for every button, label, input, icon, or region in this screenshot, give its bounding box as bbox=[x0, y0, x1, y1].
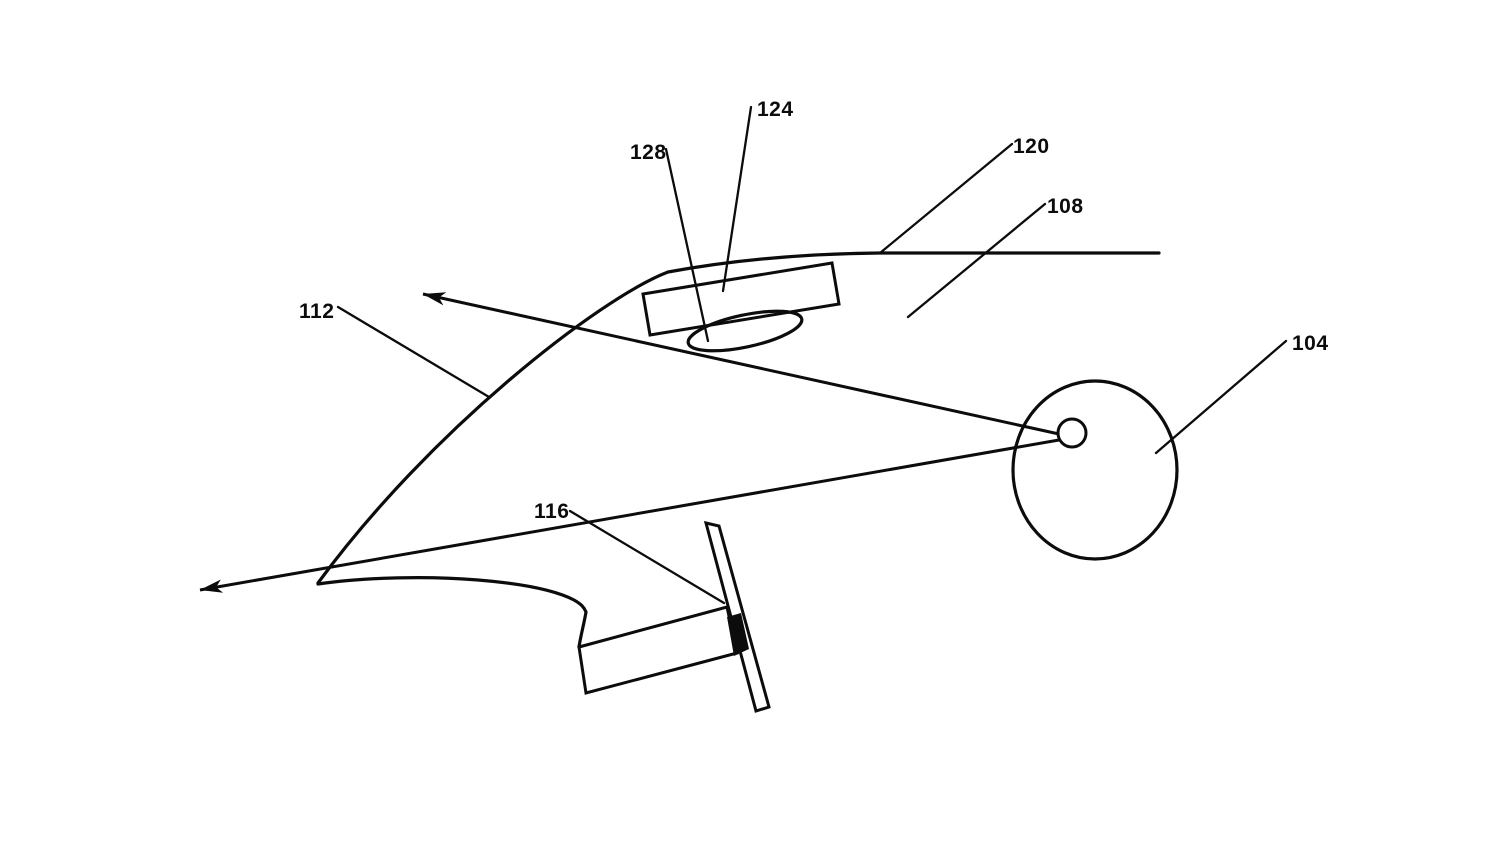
head-outline bbox=[316, 576, 588, 649]
arm-plate-joint bbox=[727, 613, 749, 656]
leader-108 bbox=[906, 202, 1047, 319]
eye-pupil bbox=[1056, 417, 1088, 449]
leader-116 bbox=[568, 509, 726, 605]
bracket-arm bbox=[577, 605, 739, 695]
leader-104 bbox=[1154, 339, 1288, 455]
label-116: 116 bbox=[534, 500, 569, 523]
label-108: 108 bbox=[1047, 195, 1084, 218]
visor-and-canopy-outline bbox=[316, 251, 1161, 585]
leader-120 bbox=[878, 142, 1014, 255]
label-112: 112 bbox=[299, 300, 334, 323]
eye-circle bbox=[1011, 379, 1179, 561]
leader-124 bbox=[721, 105, 753, 293]
leader-128 bbox=[664, 147, 710, 343]
label-124: 124 bbox=[757, 98, 794, 121]
leader-112 bbox=[336, 305, 491, 399]
label-104: 104 bbox=[1292, 332, 1329, 355]
upper-light-ray bbox=[422, 292, 1060, 436]
label-128: 128 bbox=[630, 141, 667, 164]
lens-ellipse bbox=[686, 309, 804, 353]
display-module-box bbox=[641, 261, 841, 337]
label-120: 120 bbox=[1013, 135, 1050, 158]
lower-light-ray bbox=[199, 438, 1060, 593]
